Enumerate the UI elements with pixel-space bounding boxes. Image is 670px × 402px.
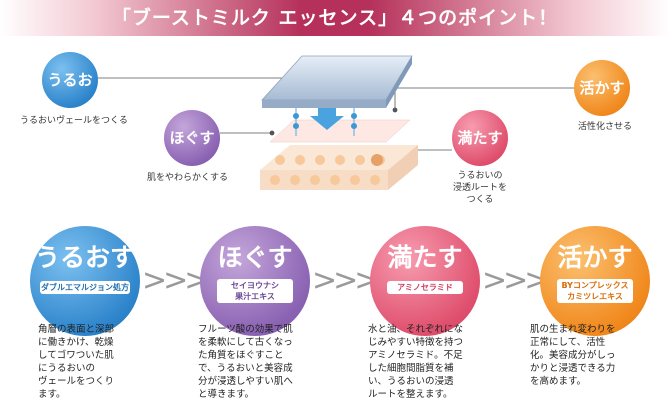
point-ikasu: 活かす BYコンプレックス カミツレエキス: [540, 226, 650, 336]
ikasu-title: 活かす: [540, 238, 650, 274]
top-caption-uruosu: うるおいヴェールをつくる: [20, 115, 128, 127]
hogusu-title: ほぐす: [200, 238, 310, 274]
ikasu-tag: BYコンプレックス カミツレエキス: [557, 279, 633, 303]
mitasu-description: 水と油、それぞれになじみやすい特徴を持つアミノセラミド。不足した細胞間脂質を補い…: [368, 323, 498, 401]
hogusu-tag: セイヨウナシ 果汁エキス: [217, 279, 293, 303]
top-caption-ikasu: 活性化させる: [578, 121, 632, 133]
mitasu-tag: アミノセラミド: [387, 281, 463, 294]
top-circle-hogusu: ほぐす: [164, 110, 220, 166]
point-uruosu: うるおす ダブルエマルジョン処方: [30, 226, 140, 336]
uruosu-title: うるおす: [30, 238, 140, 274]
skin-illustration: [250, 50, 418, 190]
ikasu-description: 肌の生まれ変わりを正常にして、活性化。美容成分がしっかりと浸透できる力を高めます…: [530, 323, 660, 388]
top-caption-hogusu: 肌をやわらかくする: [147, 172, 228, 184]
mitasu-title: 満たす: [370, 238, 480, 274]
top-circle-ikasu: 活かす: [574, 60, 630, 116]
top-circle-uruosu: うるおす: [42, 52, 98, 108]
uruosu-tag: ダブルエマルジョン処方: [40, 281, 130, 294]
point-mitasu: 満たす アミノセラミド: [370, 226, 480, 336]
point-hogusu: ほぐす セイヨウナシ 果汁エキス: [200, 226, 310, 336]
top-caption-mitasu: うるおいの 浸透ルートを つくる: [448, 170, 512, 206]
top-circle-mitasu: 満たす: [452, 110, 508, 166]
hogusu-description: フルーツ酸の効果で肌を柔軟にして古くなった角質をほぐすことで、うるおいと美容成分…: [198, 323, 328, 401]
uruosu-description: 角層の表面と深部に働きかけ、乾燥してゴワついた肌にうるおいのヴェールをつくります…: [38, 323, 168, 401]
